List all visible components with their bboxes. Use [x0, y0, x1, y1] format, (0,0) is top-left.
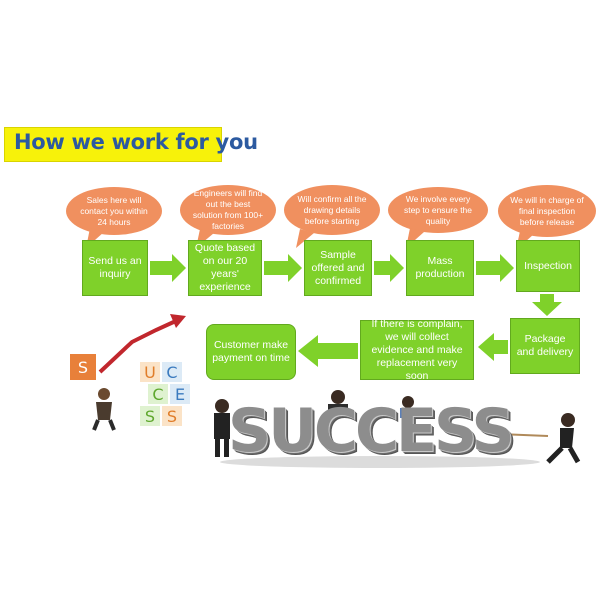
woman-body	[400, 408, 418, 418]
arrow-2	[264, 254, 302, 282]
cube-s-1: S	[140, 406, 160, 426]
rope	[499, 433, 549, 437]
puller-body	[560, 428, 574, 448]
title-banner: How we work for you	[4, 127, 258, 162]
bubble-sales: Sales here will contact you within 24 ho…	[66, 187, 162, 235]
bubble-engineers: Engineers will find out the best solutio…	[180, 185, 276, 235]
bubble-confirm: Will confirm all the drawing details bef…	[284, 185, 380, 235]
step-inspection: Inspection	[516, 240, 580, 292]
arrow-5	[532, 294, 562, 316]
cube-u: U	[140, 362, 160, 382]
cube-s-2: S	[162, 406, 182, 426]
bubble-tail-3	[296, 229, 314, 248]
orange-cube	[70, 354, 96, 380]
arrow-3	[374, 254, 404, 282]
woman-head	[402, 396, 414, 408]
step-package: Package and delivery	[510, 318, 580, 374]
cube-c-2: C	[148, 384, 168, 404]
standing-man-leg-right	[224, 439, 229, 457]
standing-man-head	[215, 399, 229, 413]
step-complain: If there is complain, we will collect ev…	[360, 318, 474, 382]
arrow-1	[150, 254, 186, 282]
page-title: How we work for you	[14, 130, 258, 154]
bubble-inspection: We will in charge of final inspection be…	[498, 185, 596, 237]
sitting-person-body	[328, 404, 348, 418]
step-inquiry: Send us an inquiry	[82, 240, 148, 296]
puller-head	[561, 413, 575, 427]
bubble-quality: We involve every step to ensure the qual…	[388, 187, 488, 233]
arrow-7	[298, 335, 358, 367]
step-quote: Quote based on our 20 years' experience	[188, 240, 262, 296]
success-word-graphic: SUCCESS	[228, 396, 528, 466]
growth-arrow-line	[98, 318, 179, 374]
cube-letter-s-lift: S	[77, 357, 89, 377]
sitting-person-head	[331, 390, 345, 404]
lifter-legs	[92, 419, 116, 431]
cube-c-1: C	[162, 362, 182, 382]
step-payment: Customer make payment on time	[206, 324, 296, 380]
cube-e: E	[170, 384, 190, 404]
lifter-body	[96, 402, 112, 420]
puller-legs	[546, 446, 581, 464]
standing-man-body	[214, 413, 230, 439]
word-shadow	[220, 456, 540, 468]
arrow-6	[478, 333, 508, 361]
growth-arrow-head	[170, 314, 186, 328]
success-word: SUCCESS	[228, 396, 515, 466]
standing-man-leg-left	[215, 439, 220, 457]
step-sample: Sample offered and confirmed	[304, 240, 372, 296]
lifter-head	[98, 388, 110, 400]
arrow-4	[476, 254, 514, 282]
step-mass-production: Mass production	[406, 240, 474, 296]
